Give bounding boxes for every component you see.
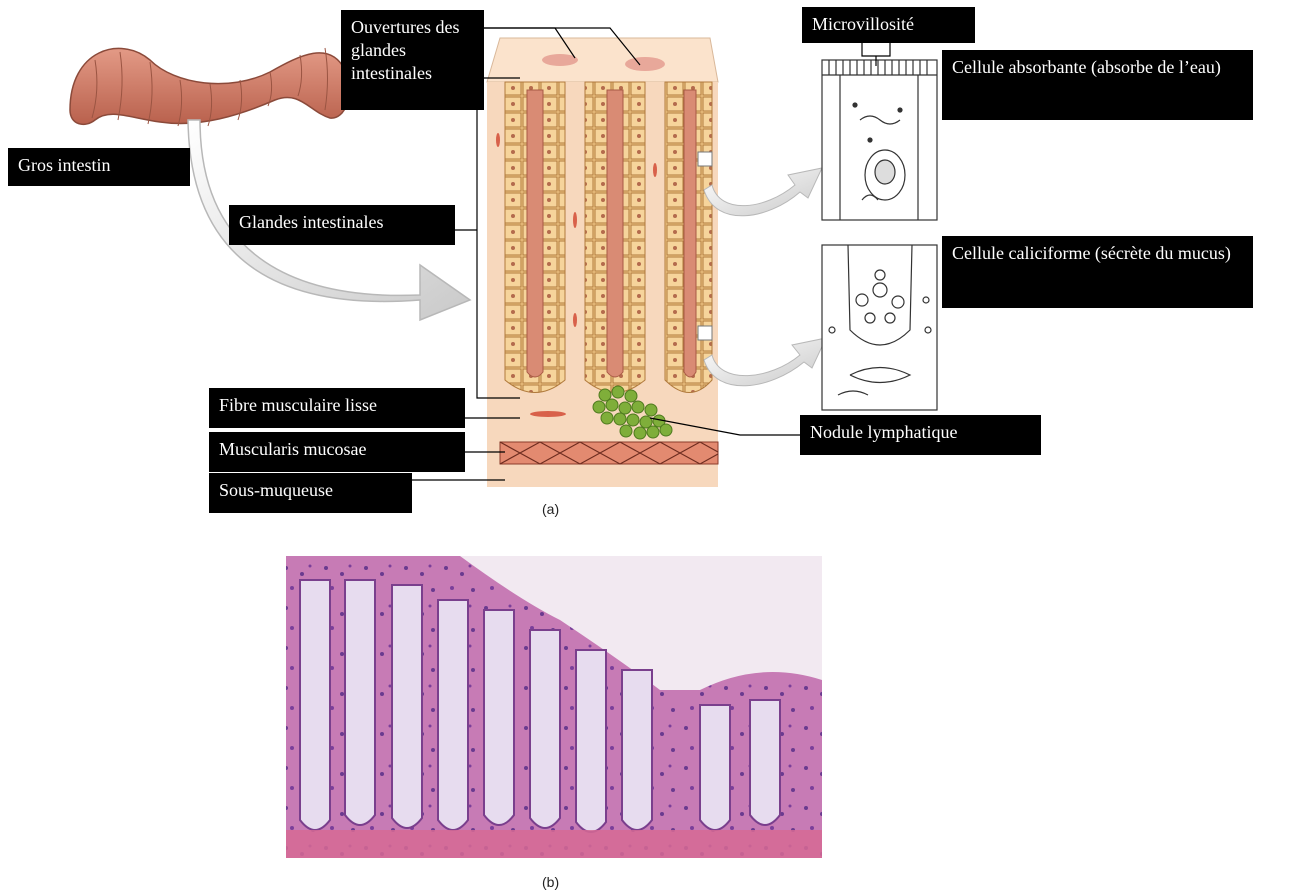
label-fibre-musculaire: Fibre musculaire lisse [209, 388, 465, 428]
large-intestine-drawing [70, 48, 349, 126]
label-muscularis-mucosae: Muscularis mucosae [209, 432, 465, 472]
goblet-cell-drawing [822, 245, 937, 410]
caption-b: (b) [542, 874, 559, 890]
absorptive-cell-drawing [822, 60, 937, 220]
histology-micrograph [286, 556, 822, 858]
label-ouvertures-glandes: Ouvertures des glandes intestinales [341, 10, 484, 110]
label-microvillosite: Microvillosité [802, 7, 975, 43]
label-cellule-absorbante: Cellule absorbante (absorbe de l’eau) [942, 50, 1253, 120]
label-gros-intestin: Gros intestin [8, 148, 190, 186]
label-glandes-intestinales: Glandes intestinales [229, 205, 455, 245]
label-cellule-caliciforme: Cellule caliciforme (sécrète du mucus) [942, 236, 1253, 308]
mucosa-block [487, 38, 718, 487]
arrow-to-absorptive-cell [704, 168, 822, 216]
label-nodule-lymphatique: Nodule lymphatique [800, 415, 1041, 455]
arrow-to-goblet-cell [704, 338, 826, 386]
caption-a: (a) [542, 501, 559, 517]
label-sous-muqueuse: Sous-muqueuse [209, 473, 412, 513]
